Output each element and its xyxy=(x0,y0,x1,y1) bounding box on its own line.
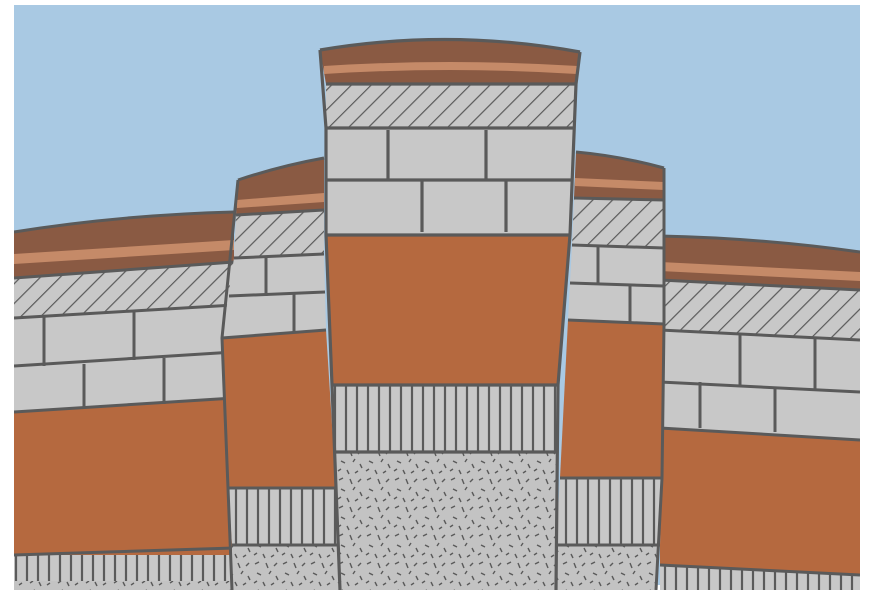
central-diagonal-hatch xyxy=(326,84,576,128)
frame-right xyxy=(860,0,869,590)
left-step-vertical-hatch xyxy=(228,488,340,545)
left-step-diagonal-hatch xyxy=(234,210,324,258)
left-flank-block xyxy=(14,212,234,590)
central-speckle xyxy=(334,452,556,590)
right-step-diagonal-hatch xyxy=(572,198,664,248)
left-flank-vertical-hatch xyxy=(14,553,234,581)
left-step-brown-layer xyxy=(222,330,336,488)
right-step-brown-layer xyxy=(560,320,664,478)
left-flank-brown-layer xyxy=(14,398,234,555)
right-flank-brown-layer xyxy=(660,428,860,575)
central-brown-layer xyxy=(326,235,570,385)
right-flank-block xyxy=(660,236,860,590)
right-step-speckle xyxy=(556,545,660,590)
left-step-speckle xyxy=(232,545,340,590)
right-step-vertical-hatch xyxy=(556,478,662,545)
central-vertical-hatch xyxy=(332,385,558,452)
frame-top xyxy=(0,0,869,5)
frame-left xyxy=(0,0,14,590)
central-column-block xyxy=(320,39,580,590)
left-step-block xyxy=(222,158,340,590)
